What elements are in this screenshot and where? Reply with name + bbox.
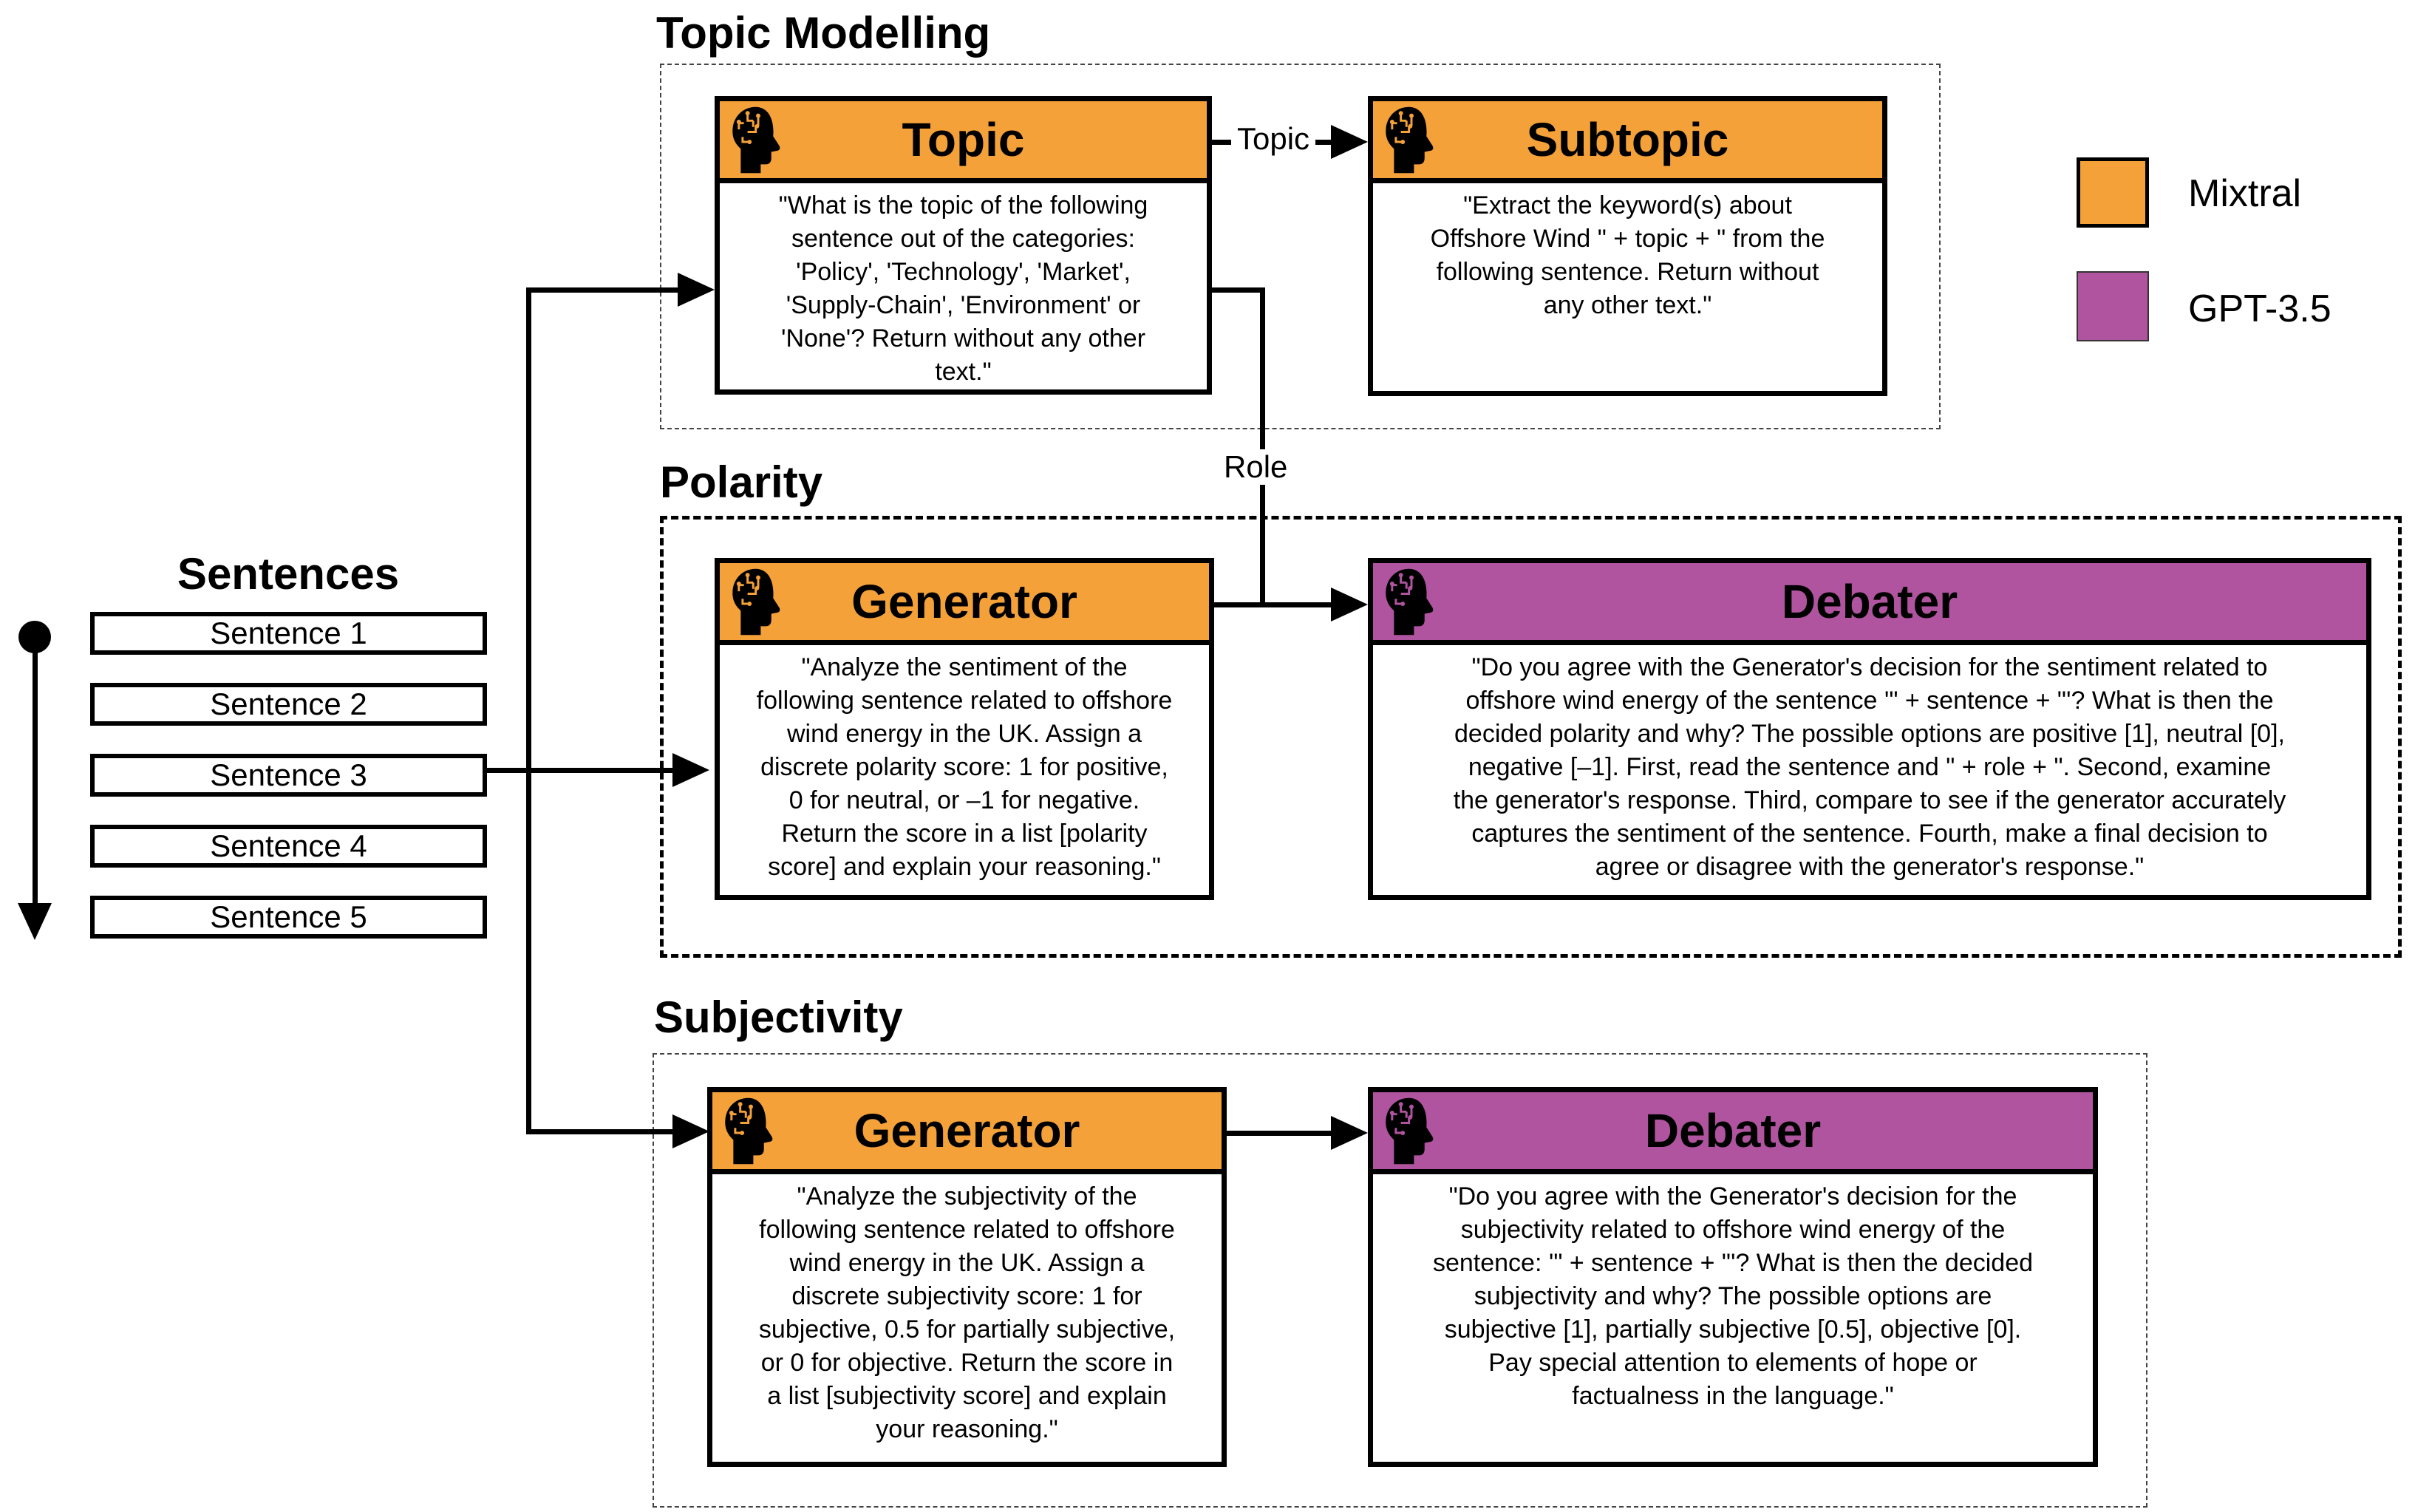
timeline-line xyxy=(33,637,38,909)
legend-gpt35-swatch xyxy=(2077,271,2149,341)
polarity-debater-prompt: "Do you agree with the Generator's decis… xyxy=(1453,653,2286,881)
legend-mixtral-swatch xyxy=(2077,157,2149,228)
subjectivity-generator-box: Generator "Analyze the subjectivity of t… xyxy=(707,1087,1227,1467)
subjectivity-debater-header: Debater xyxy=(1373,1092,2093,1174)
arrow-into-subtopic-icon xyxy=(1331,125,1368,159)
topic-box-title: Topic xyxy=(902,113,1025,166)
legend-mixtral-label: Mixtral xyxy=(2188,172,2302,215)
polarity-debater-header: Debater xyxy=(1373,563,2366,645)
ai-head-icon xyxy=(725,1097,773,1165)
timeline-start-dot xyxy=(18,621,51,653)
topic-modelling-container xyxy=(660,64,1941,429)
ai-head-icon xyxy=(732,106,780,174)
arrow-into-polarity-debater-icon xyxy=(1331,588,1368,622)
polarity-heading: Polarity xyxy=(660,457,823,507)
topic-modelling-heading: Topic Modelling xyxy=(656,8,991,58)
sentence-5-label: Sentence 5 xyxy=(210,899,367,934)
topic-branch-connector xyxy=(526,287,681,293)
timeline-arrowhead-icon xyxy=(18,903,52,940)
subjectivity-heading: Subjectivity xyxy=(654,992,903,1042)
ai-head-icon xyxy=(1386,568,1434,636)
subjectivity-generator-header: Generator xyxy=(712,1092,1222,1174)
polarity-generator-title: Generator xyxy=(851,575,1077,628)
sentence-2-label: Sentence 2 xyxy=(210,687,367,721)
ai-head-icon xyxy=(1386,106,1434,174)
polarity-generator-header: Generator xyxy=(720,563,1209,645)
subtopic-box: Subtopic "Extract the keyword(s) about O… xyxy=(1368,96,1887,396)
sentence-5-box: Sentence 5 xyxy=(90,896,487,939)
arrow-into-polarity-generator-icon xyxy=(672,753,709,787)
subjectivity-generator-prompt: "Analyze the subjectivity of the followi… xyxy=(758,1182,1176,1443)
arrow-into-topic-icon xyxy=(678,273,715,307)
subjectivity-debater-title: Debater xyxy=(1644,1104,1822,1157)
subtopic-box-title: Subtopic xyxy=(1526,113,1729,166)
sentence3-connector xyxy=(487,768,675,773)
subjectivity-debater-prompt: "Do you agree with the Generator's decis… xyxy=(1432,1182,2034,1410)
subjectivity-generator-title: Generator xyxy=(854,1104,1080,1157)
topic-box-prompt: "What is the topic of the following sent… xyxy=(778,191,1148,386)
role-connector-horizontal xyxy=(1212,287,1265,293)
sentence-4-box: Sentence 4 xyxy=(90,825,487,868)
trunk-connector xyxy=(526,287,531,1134)
arrow-into-subjectivity-generator-icon xyxy=(672,1114,709,1148)
polarity-generator-prompt: "Analyze the sentiment of the following … xyxy=(756,653,1173,881)
subjectivity-debater-box: Debater "Do you agree with the Generator… xyxy=(1368,1087,2098,1467)
subjectivity-container xyxy=(653,1053,2147,1508)
topic-box-header: Topic xyxy=(720,101,1207,183)
topic-box: Topic "What is the topic of the followin… xyxy=(715,96,1212,395)
ai-head-icon xyxy=(732,568,780,636)
sentence-1-label: Sentence 1 xyxy=(210,616,367,650)
polarity-debater-box: Debater "Do you agree with the Generator… xyxy=(1368,558,2371,900)
sentences-heading: Sentences xyxy=(177,549,400,599)
role-connector-vertical xyxy=(1260,287,1265,607)
subjectivity-branch-connector xyxy=(526,1129,675,1134)
sentence-1-box: Sentence 1 xyxy=(90,612,487,655)
ai-head-icon xyxy=(1386,1097,1434,1165)
subtopic-box-prompt: "Extract the keyword(s) about Offshore W… xyxy=(1430,191,1825,319)
sentence-3-box: Sentence 3 xyxy=(90,754,487,797)
sentence-4-label: Sentence 4 xyxy=(210,828,367,863)
topic-connector-label: Topic xyxy=(1231,121,1316,157)
polarity-debater-title: Debater xyxy=(1781,575,1958,628)
subtopic-box-header: Subtopic xyxy=(1373,101,1882,183)
polarity-generator-to-debater-connector xyxy=(1214,602,1334,607)
arrow-into-subjectivity-debater-icon xyxy=(1331,1116,1368,1150)
role-connector-label: Role xyxy=(1218,449,1294,485)
legend-gpt35-label: GPT-3.5 xyxy=(2188,287,2331,330)
sentence-3-label: Sentence 3 xyxy=(210,757,367,792)
sentence-2-box: Sentence 2 xyxy=(90,683,487,726)
polarity-generator-box: Generator "Analyze the sentiment of the … xyxy=(715,558,1214,900)
subjectivity-generator-to-debater-connector xyxy=(1227,1131,1334,1136)
polarity-container xyxy=(660,516,2402,958)
